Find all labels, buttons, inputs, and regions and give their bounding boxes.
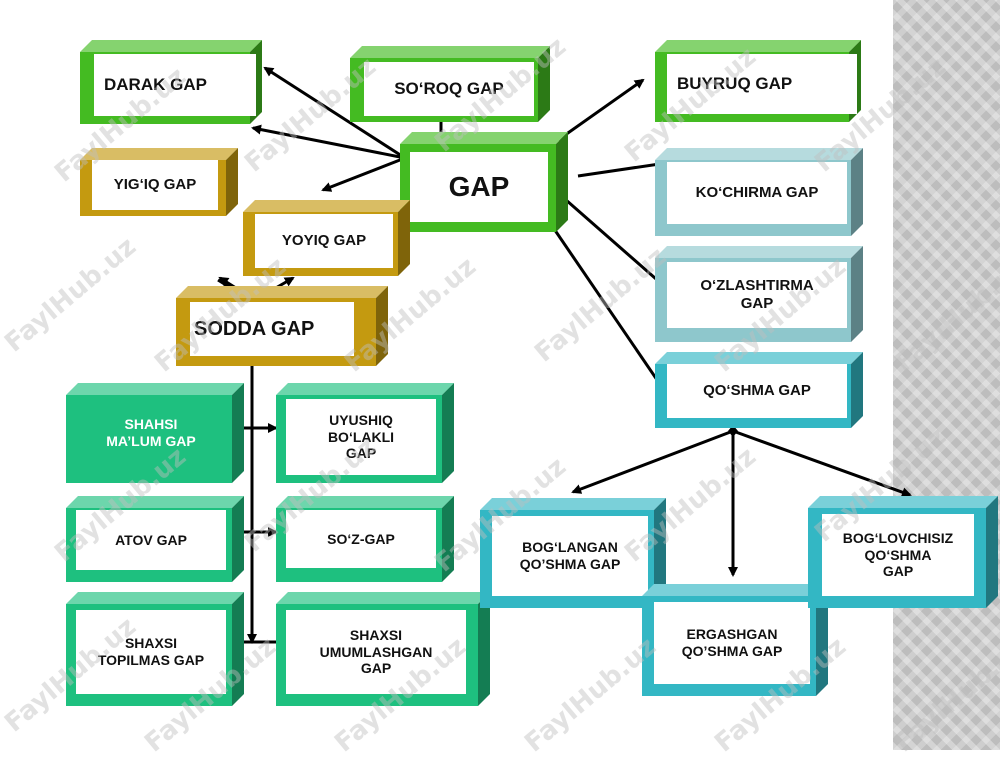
node-label: BUYRUQ GAP <box>667 54 857 114</box>
block-side-face <box>232 592 244 706</box>
node-label: UYUSHIQ BO‘LAKLI GAP <box>286 399 436 475</box>
connector-hub-diamond <box>728 425 738 437</box>
node-qoshma-gap: QO‘SHMA GAP <box>655 352 863 428</box>
node-gap-root: GAP <box>400 132 568 232</box>
block-side-face <box>232 383 244 483</box>
node-label: GAP <box>410 152 548 222</box>
block-side-face <box>232 496 244 582</box>
node-darak-gap: DARAK GAP <box>80 40 262 124</box>
node-label: YOYIQ GAP <box>255 214 393 268</box>
block-top-face <box>243 200 410 212</box>
block-side-face <box>851 246 863 342</box>
node-label: SHAHSI MA’LUM GAP <box>106 416 196 449</box>
node-soroq-gap: SO‘ROQ GAP <box>350 46 550 122</box>
node-label: SHAXSI UMUMLASHGAN GAP <box>286 610 466 694</box>
node-label: YIG‘IQ GAP <box>92 160 218 210</box>
block-side-face <box>556 132 568 232</box>
node-ozlashtirma-gap: O‘ZLASHTIRMA GAP <box>655 246 863 342</box>
node-block-shape <box>66 383 244 483</box>
arrow-gap-to-qoshma <box>546 219 668 395</box>
node-shaxsi-umumlashgan-gap: SHAXSI UMUMLASHGAN GAP <box>276 592 490 706</box>
arrow-qoshma-to-boglovchisiz <box>732 429 912 497</box>
block-top-face <box>276 592 490 604</box>
block-top-face <box>400 132 568 144</box>
arrow-gap-to-darak-2 <box>251 124 406 160</box>
block-side-face <box>986 496 998 608</box>
node-soz-gap: SO‘Z-GAP <box>276 496 454 582</box>
block-top-face <box>808 496 998 508</box>
block-front-face <box>66 395 232 483</box>
node-label: SO‘Z-GAP <box>286 510 436 568</box>
block-top-face <box>480 498 666 510</box>
node-uyushiq-bolakli-gap: UYUSHIQ BO‘LAKLI GAP <box>276 383 454 483</box>
block-top-face <box>66 496 244 508</box>
block-top-face <box>655 148 863 160</box>
node-shahsi-malum-gap: SHAHSI MA’LUM GAP <box>66 383 244 483</box>
block-side-face <box>851 352 863 428</box>
node-ergashgan-qoshma-gap: ERGASHGAN QO’SHMA GAP <box>642 584 828 696</box>
side-decoration-band <box>893 0 1000 750</box>
block-side-face <box>442 383 454 483</box>
node-label: SHAXSI TOPILMAS GAP <box>76 610 226 694</box>
node-kochirma-gap: KO‘CHIRMA GAP <box>655 148 863 236</box>
block-top-face <box>642 584 828 596</box>
block-side-face <box>376 286 388 366</box>
node-label: BOG‘LOVCHISIZ QO‘SHMA GAP <box>822 514 974 596</box>
node-atov-gap: ATOV GAP <box>66 496 244 582</box>
node-label: O‘ZLASHTIRMA GAP <box>667 262 847 328</box>
block-top-face <box>350 46 550 58</box>
block-top-face <box>276 496 454 508</box>
node-boglovchisiz-qoshma-gap: BOG‘LOVCHISIZ QO‘SHMA GAP <box>808 496 998 608</box>
block-top-face <box>176 286 388 298</box>
node-yoyiq-gap: YOYIQ GAP <box>243 200 410 276</box>
block-top-face <box>276 383 454 395</box>
arrow-gap-to-buyruq <box>557 78 645 142</box>
block-side-face <box>654 498 666 608</box>
block-side-face <box>226 148 238 216</box>
node-label: ERGASHGAN QO’SHMA GAP <box>654 602 810 684</box>
block-side-face <box>478 592 490 706</box>
node-label: ATOV GAP <box>76 510 226 570</box>
block-side-face <box>442 496 454 582</box>
block-top-face <box>66 592 244 604</box>
node-boglangan-qoshma-gap: BOG‘LANGAN QO’SHMA GAP <box>480 498 666 608</box>
node-sodda-gap: SODDA GAP <box>176 286 388 366</box>
node-buyruq-gap: BUYRUQ GAP <box>655 40 861 122</box>
node-label: SODDA GAP <box>190 302 354 356</box>
node-label: SO‘ROQ GAP <box>364 62 534 116</box>
block-top-face <box>80 148 238 160</box>
node-label: DARAK GAP <box>94 54 256 116</box>
node-shaxsi-topilmas-gap: SHAXSI TOPILMAS GAP <box>66 592 244 706</box>
block-top-face <box>655 352 863 364</box>
node-label: BOG‘LANGAN QO’SHMA GAP <box>492 516 648 596</box>
block-top-face <box>80 40 262 52</box>
node-yigiq-gap: YIG‘IQ GAP <box>80 148 238 216</box>
block-side-face <box>816 584 828 696</box>
arrow-gap-to-yoyiq <box>321 156 406 192</box>
node-label: KO‘CHIRMA GAP <box>667 162 847 224</box>
block-side-face <box>538 46 550 122</box>
block-side-face <box>851 148 863 236</box>
block-top-face <box>655 40 861 52</box>
block-top-face <box>66 383 244 395</box>
arrow-qoshma-to-boglangan <box>571 429 734 494</box>
arrow-gap-to-darak <box>263 66 406 160</box>
block-side-face <box>398 200 410 276</box>
block-top-face <box>655 246 863 258</box>
node-label: QO‘SHMA GAP <box>667 364 847 418</box>
